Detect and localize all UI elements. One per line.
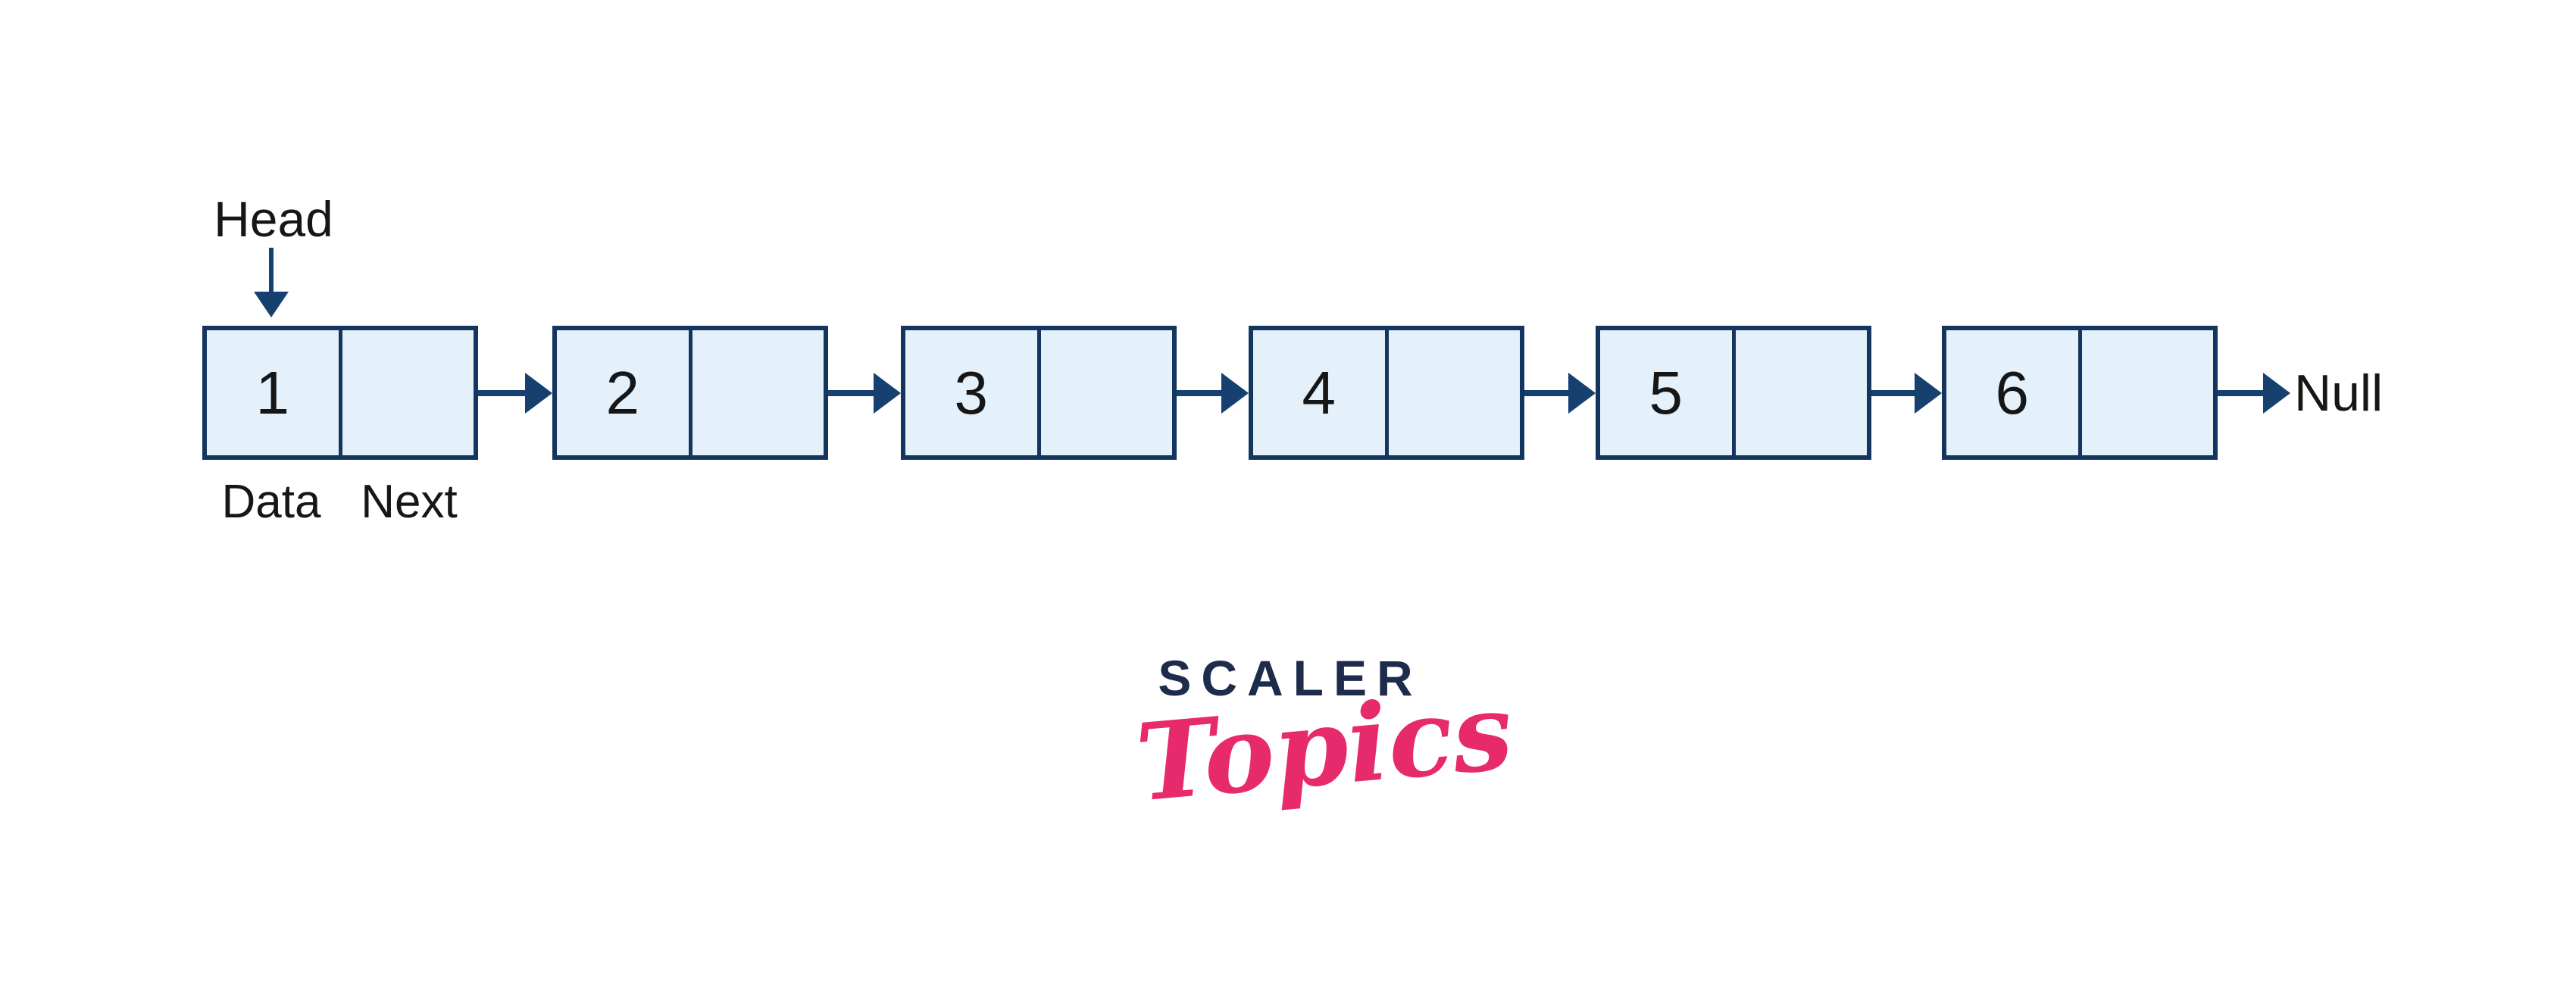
head-pointer-arrow-icon — [254, 248, 289, 317]
node-5-next-cell — [1731, 330, 1868, 455]
node-4-data-cell: 4 — [1253, 330, 1385, 455]
node-5-data-cell: 5 — [1600, 330, 1732, 455]
next-pointer-arrow-2-icon — [828, 373, 901, 414]
head-label: Head — [214, 191, 333, 247]
logo-topics-text: Topics — [1131, 669, 1518, 826]
node-1-data-cell: 1 — [207, 330, 339, 455]
node-2-value: 2 — [605, 358, 640, 426]
linked-list-node-4: 4 — [1249, 326, 1524, 460]
scaler-topics-logo: SCALER Topics — [1132, 650, 1518, 826]
node-2-next-cell — [688, 330, 824, 455]
node-1-next-cell — [338, 330, 474, 455]
node-3-next-cell — [1036, 330, 1173, 455]
linked-list-node-5: 5 — [1596, 326, 1871, 460]
linked-list-node-2: 2 — [552, 326, 828, 460]
node-4-value: 4 — [1302, 358, 1336, 426]
head-arrow-tip — [254, 292, 289, 317]
next-pointer-arrow-1-icon — [478, 373, 552, 414]
linked-list-node-6: 6 — [1942, 326, 2218, 460]
next-pointer-arrow-5-icon — [1871, 373, 1942, 414]
node-3-value: 3 — [954, 358, 989, 426]
node-6-value: 6 — [1995, 358, 2030, 426]
linked-list-node-1: 1 — [202, 326, 478, 460]
next-pointer-arrow-4-icon — [1524, 373, 1596, 414]
node-2-data-cell: 2 — [557, 330, 689, 455]
node-4-next-cell — [1384, 330, 1521, 455]
node-5-value: 5 — [1649, 358, 1683, 426]
head-arrow-shaft — [269, 248, 274, 293]
node-6-next-cell — [2077, 330, 2214, 455]
node-1-value: 1 — [255, 358, 290, 426]
node-6-data-cell: 6 — [1946, 330, 2078, 455]
data-label: Data — [221, 476, 321, 528]
logo-scaler-text: SCALER — [1158, 650, 1423, 706]
next-label: Next — [361, 476, 458, 528]
null-pointer-arrow-icon — [2218, 373, 2290, 414]
node-3-data-cell: 3 — [905, 330, 1037, 455]
linked-list-node-3: 3 — [901, 326, 1177, 460]
next-pointer-arrow-3-icon — [1177, 373, 1249, 414]
null-label: Null — [2294, 364, 2384, 422]
